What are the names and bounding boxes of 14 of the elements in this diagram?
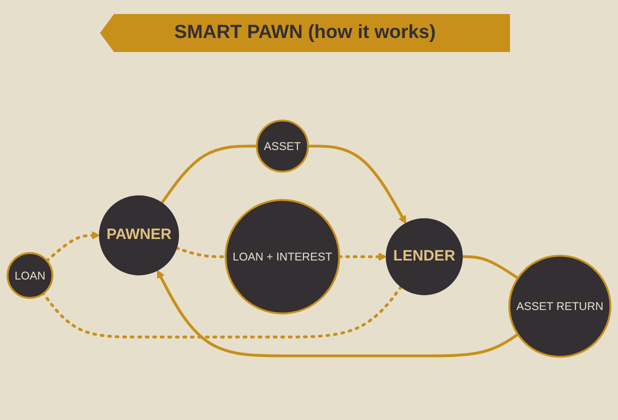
arrow [45, 232, 100, 262]
node-circle: LENDER [386, 218, 463, 296]
node-circle: LOAN [6, 252, 54, 300]
node-circle: LOAN + INTEREST [224, 199, 340, 315]
connector [42, 286, 403, 339]
arrow [308, 145, 406, 224]
connector [160, 145, 257, 204]
arrow [156, 270, 519, 358]
node-circle: PAWNER [99, 196, 180, 276]
node-circle: ASSET RETURN [508, 255, 612, 358]
arrow [338, 252, 387, 262]
connector [462, 256, 519, 280]
node-circle: ASSET [256, 120, 309, 173]
title-banner: SMART PAWN (how it works) [100, 14, 510, 52]
